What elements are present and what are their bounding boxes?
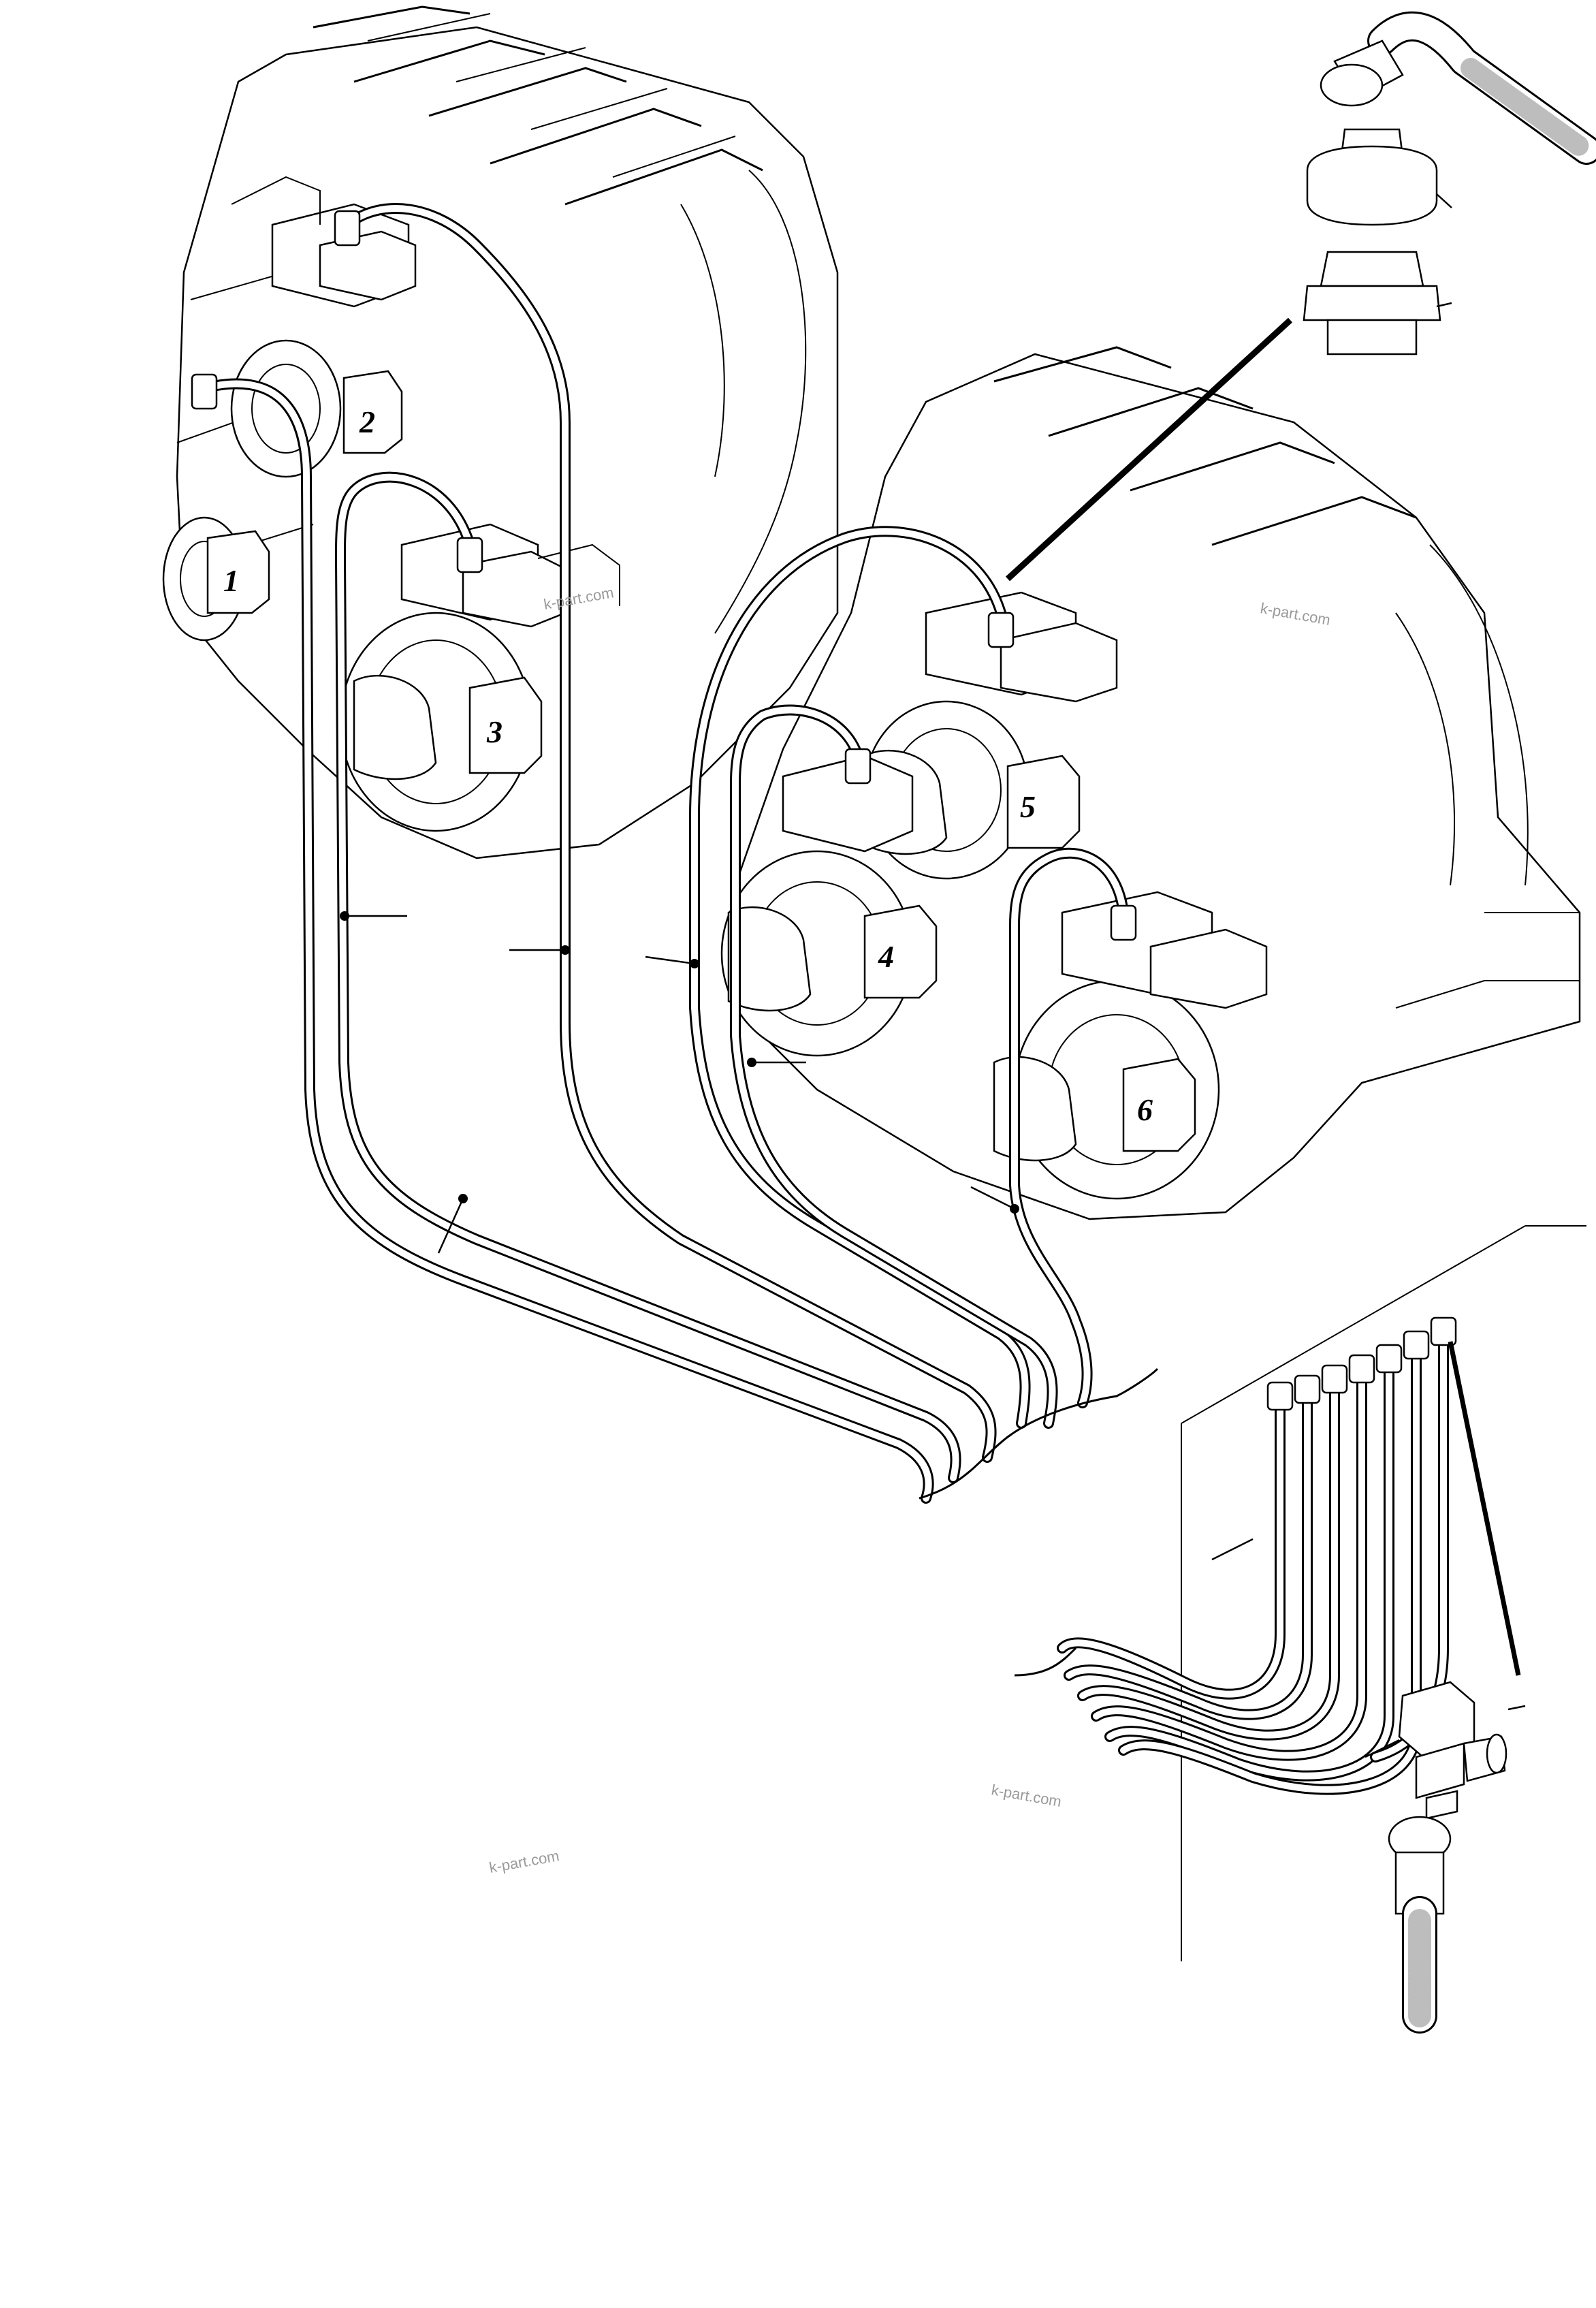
right-valve-block: 5 4 6 [720, 346, 1581, 1220]
fitting-detail-top [1005, 11, 1596, 582]
elbow-fitting [1364, 1681, 1526, 1820]
left-valve-block: 1 2 3 [162, 5, 839, 859]
valve-number-5: 5 [1020, 789, 1036, 824]
valve-number-2: 2 [359, 405, 375, 439]
valve-number-4: 4 [878, 939, 894, 974]
manifold-hoses [1057, 1329, 1449, 1795]
manifold-break-line [1014, 1647, 1077, 1677]
manifold-fittings [1266, 1316, 1457, 1411]
valve-number-3: 3 [486, 714, 502, 749]
valve-4: 4 [720, 755, 938, 1057]
hose-fittings [191, 210, 1137, 941]
valve-number-1: 1 [223, 563, 239, 598]
valve-number-6: 6 [1137, 1092, 1153, 1127]
watermark-3: k-part.com [990, 1781, 1063, 1810]
valve-6: 6 [993, 891, 1268, 1200]
break-line [919, 1368, 1159, 1500]
watermark-4: k-part.com [488, 1847, 561, 1876]
valve-1: 1 [162, 516, 270, 642]
lower-hose-fitting [1388, 1816, 1452, 2034]
manifold-block [1014, 1225, 1586, 2034]
valve-2: 2 [230, 176, 417, 478]
hose-bundle [191, 203, 1159, 1504]
callout-leaders [340, 911, 1019, 1254]
